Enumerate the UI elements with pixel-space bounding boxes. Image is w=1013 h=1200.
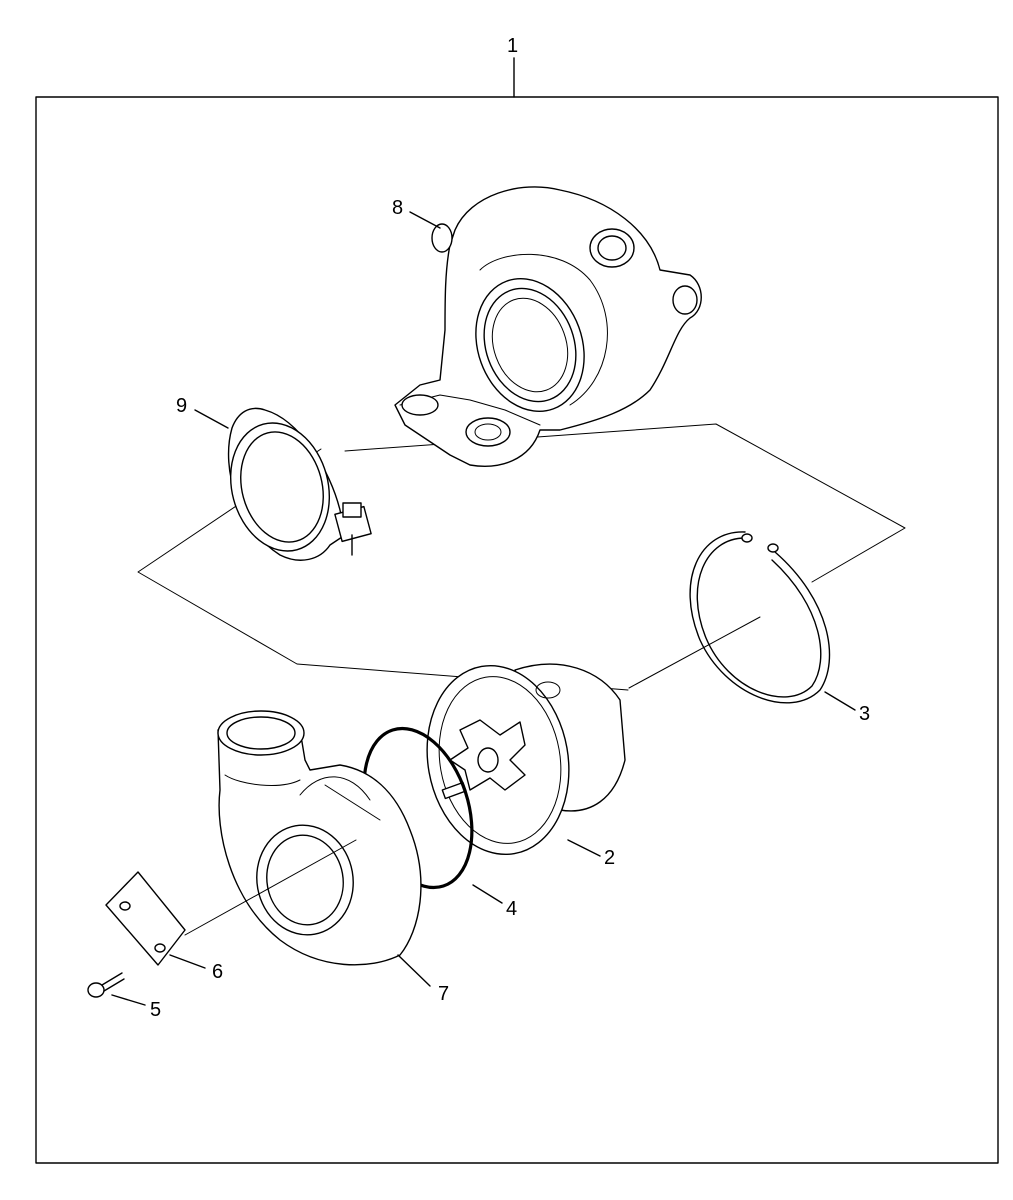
- callout-3: 3: [859, 703, 870, 725]
- callout-9: 9: [176, 395, 187, 417]
- assembly-frame: [35, 57, 999, 1164]
- part-9-vband-clamp[interactable]: [194, 407, 372, 562]
- part-5-bolt[interactable]: [87, 972, 146, 1006]
- callout-5: 5: [150, 999, 161, 1021]
- part-6-plate[interactable]: [105, 871, 206, 969]
- callout-labels: 1 8 9 3 2 4 6 7 5: [150, 35, 870, 1021]
- callout-4: 4: [506, 898, 517, 920]
- part-8-housing[interactable]: [394, 186, 702, 467]
- part-7-compressor-housing[interactable]: [184, 710, 431, 987]
- callout-6: 6: [212, 961, 223, 983]
- callout-1: 1: [507, 35, 518, 57]
- callout-2: 2: [604, 847, 615, 869]
- part-2-cartridge[interactable]: [413, 654, 626, 865]
- callout-7: 7: [438, 983, 449, 1005]
- callout-8: 8: [392, 197, 403, 219]
- part-3-snap-ring[interactable]: [628, 531, 856, 711]
